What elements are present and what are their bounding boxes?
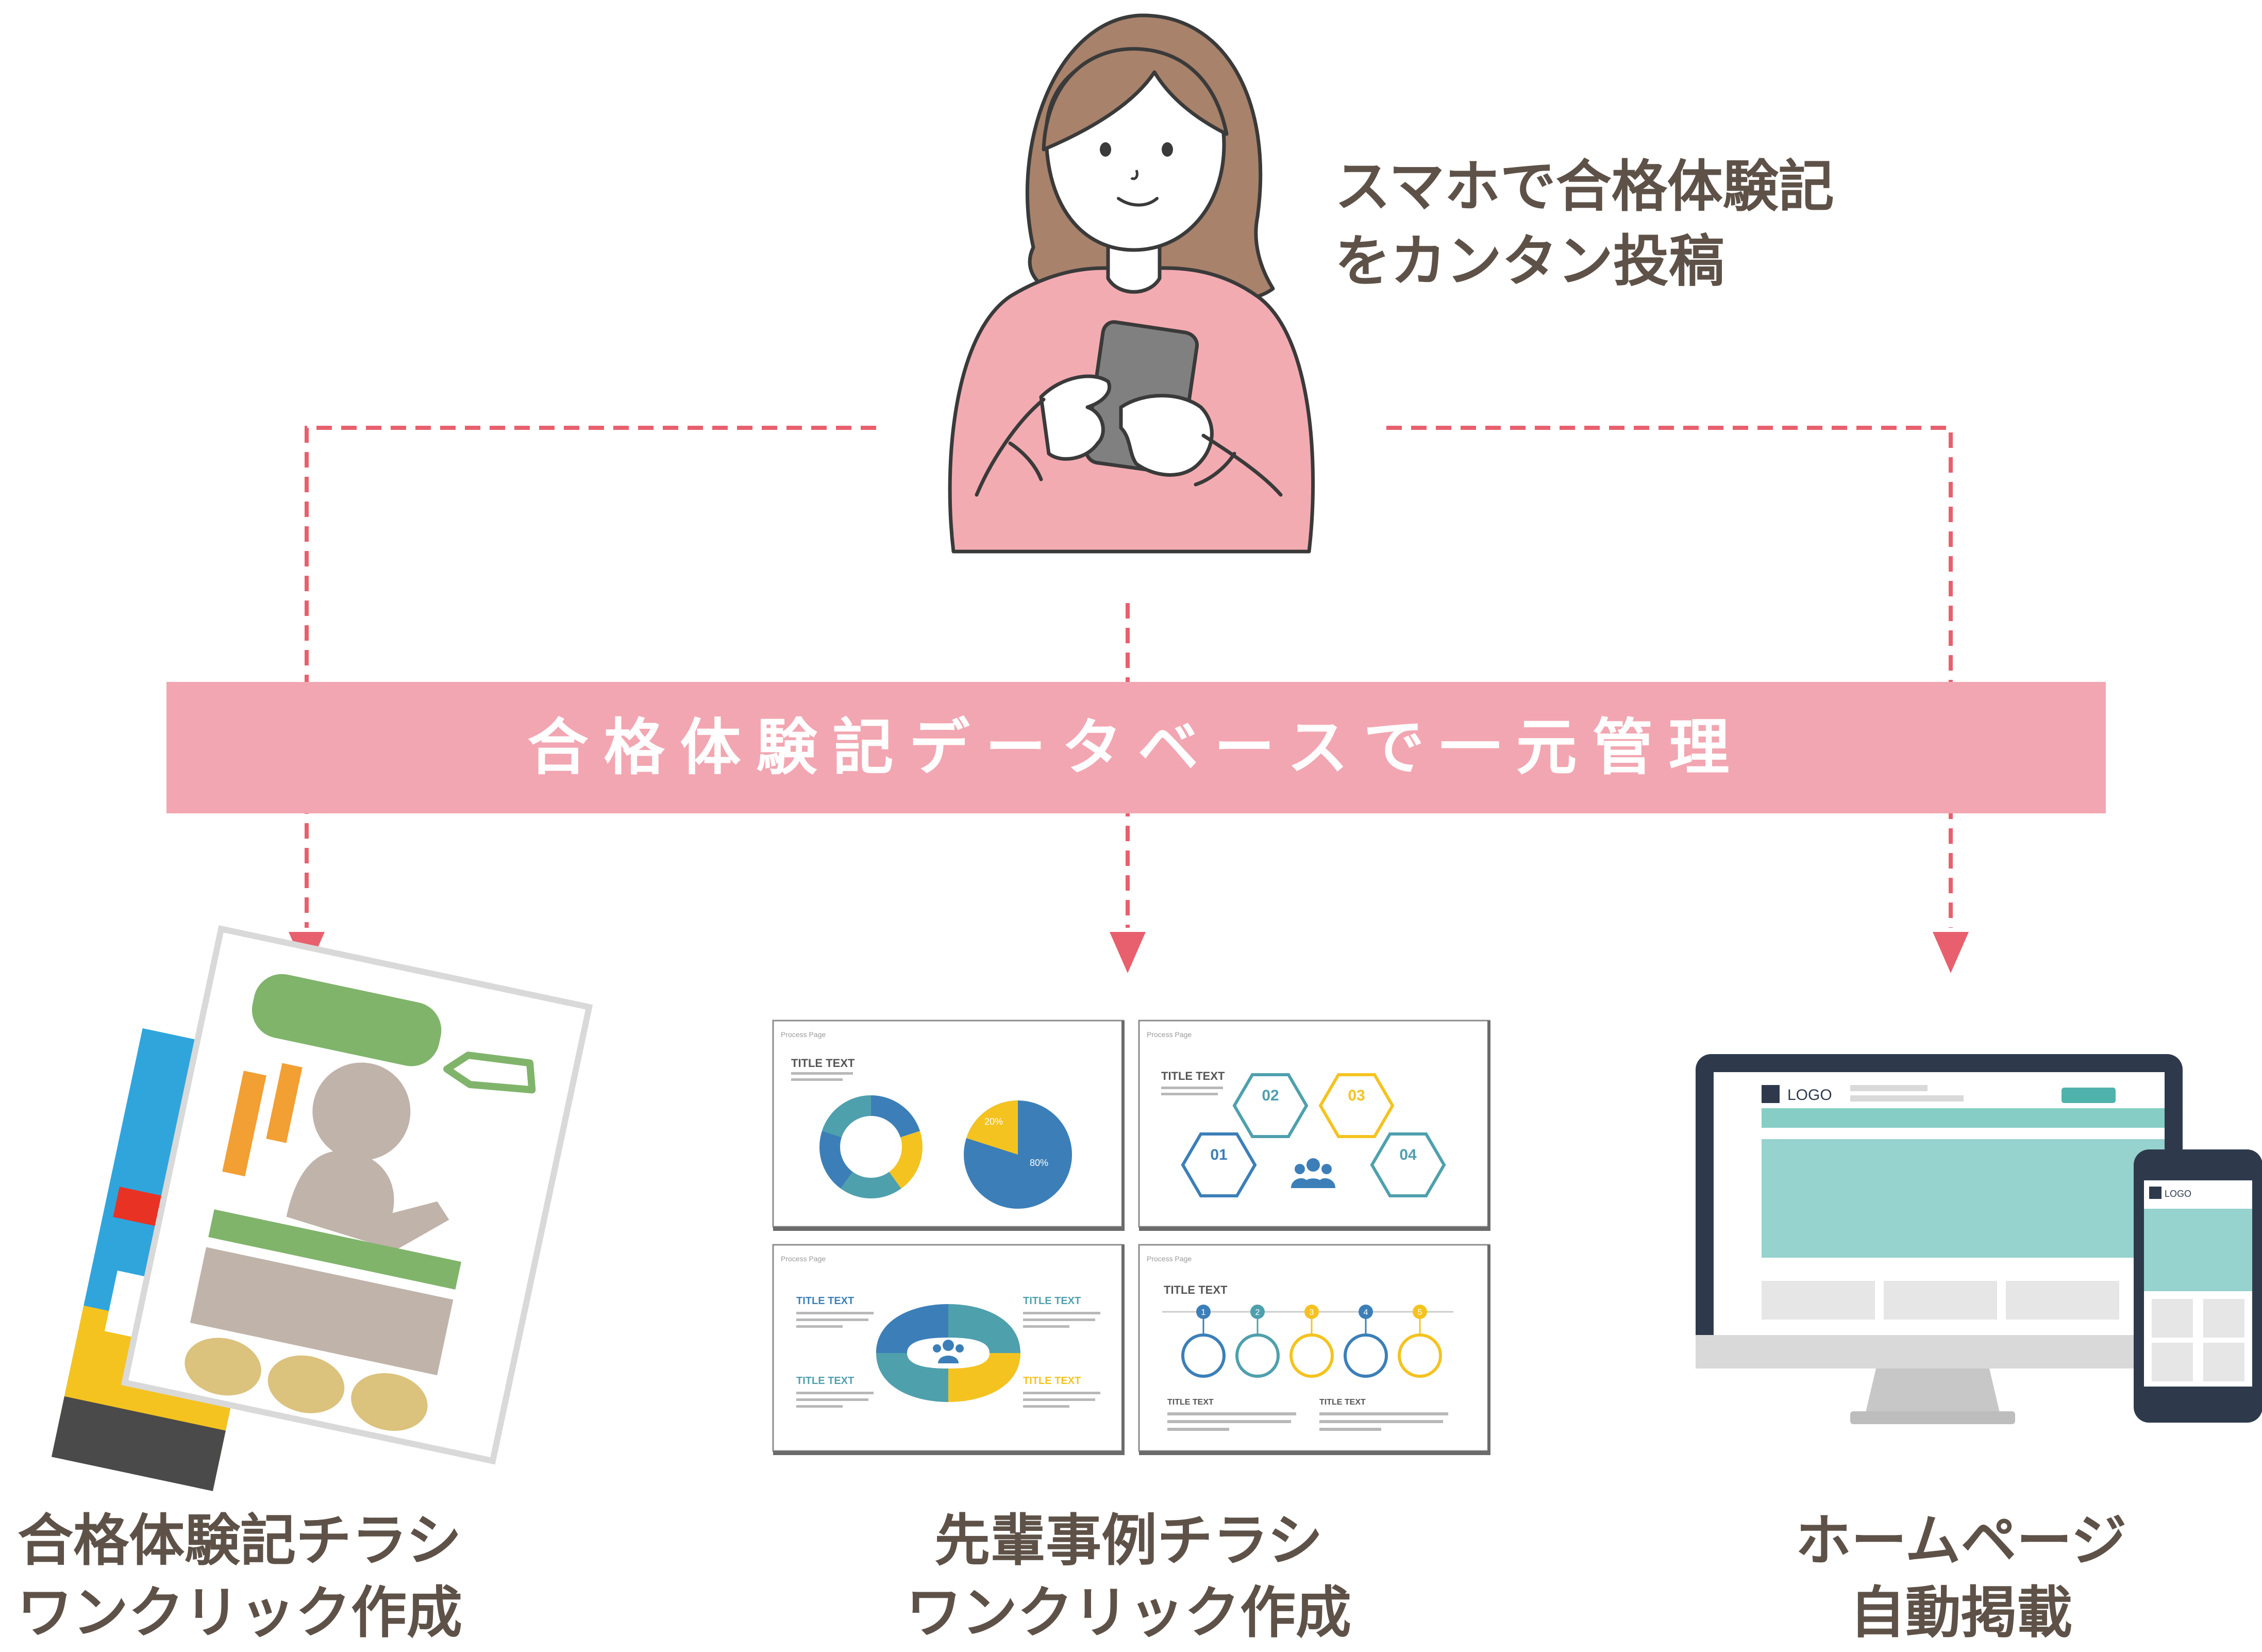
slide3-title-tl: TITLE TEXT	[796, 1295, 854, 1307]
slide3-header: Process Page	[781, 1255, 826, 1263]
arrow-center	[1110, 932, 1146, 973]
hex-label-02: 02	[1262, 1087, 1279, 1104]
output-2-line-2: ワンクリック作成	[906, 1581, 1351, 1645]
hex-label-01: 01	[1210, 1146, 1227, 1163]
slide-4	[1138, 1244, 1490, 1452]
step-1: 1	[1201, 1308, 1206, 1317]
step-4: 4	[1364, 1308, 1368, 1317]
callout-line-1: スマホで合格体験記	[1335, 155, 1834, 219]
slide4-sub-left: TITLE TEXT	[1167, 1398, 1214, 1407]
callout-line-2: をカンタン投稿	[1335, 229, 1725, 294]
output-1-line-1: 合格体験記チラシ	[18, 1509, 462, 1573]
desktop-logo: LOGO	[1787, 1087, 1832, 1104]
hex-03	[1318, 1073, 1395, 1138]
slide4-sub-right: TITLE TEXT	[1319, 1398, 1366, 1407]
slide3-title-tr: TITLE TEXT	[1023, 1295, 1081, 1307]
slide2-header: Process Page	[1147, 1030, 1192, 1039]
slide4-title: TITLE TEXT	[1164, 1283, 1228, 1296]
slide1-header: Process Page	[781, 1030, 826, 1039]
hex-label-03: 03	[1348, 1087, 1365, 1104]
output-3-line-2: 自動掲載	[1849, 1581, 2072, 1645]
step-3: 3	[1310, 1308, 1314, 1317]
hex-04	[1370, 1132, 1446, 1197]
output-2-line-1: 先輩事例チラシ	[934, 1509, 1323, 1573]
slide3-title-bl: TITLE TEXT	[796, 1375, 854, 1387]
database-banner: 合格体験記データベースで一元管理	[166, 682, 2106, 813]
arrow-right	[1933, 932, 1969, 973]
step-5: 5	[1418, 1308, 1422, 1317]
people-icon	[1291, 1158, 1335, 1188]
output-3-line-1: ホームページ	[1795, 1509, 2127, 1573]
hex-02	[1232, 1073, 1309, 1138]
hex-label-04: 04	[1399, 1146, 1417, 1163]
output-1-line-2: ワンクリック作成	[16, 1581, 462, 1645]
step-2: 2	[1255, 1308, 1260, 1317]
pie-label-20: 20%	[984, 1116, 1003, 1127]
slide2-title: TITLE TEXT	[1161, 1070, 1225, 1082]
slide1-title: TITLE TEXT	[791, 1057, 855, 1070]
banner-text: 合格体験記データベースで一元管理	[527, 712, 1745, 783]
slide4-header: Process Page	[1147, 1255, 1192, 1263]
pie-label-80: 80%	[1030, 1158, 1048, 1168]
slide3-title-br: TITLE TEXT	[1023, 1375, 1081, 1387]
mobile-logo: LOGO	[2165, 1189, 2191, 1199]
hex-01	[1181, 1132, 1257, 1197]
